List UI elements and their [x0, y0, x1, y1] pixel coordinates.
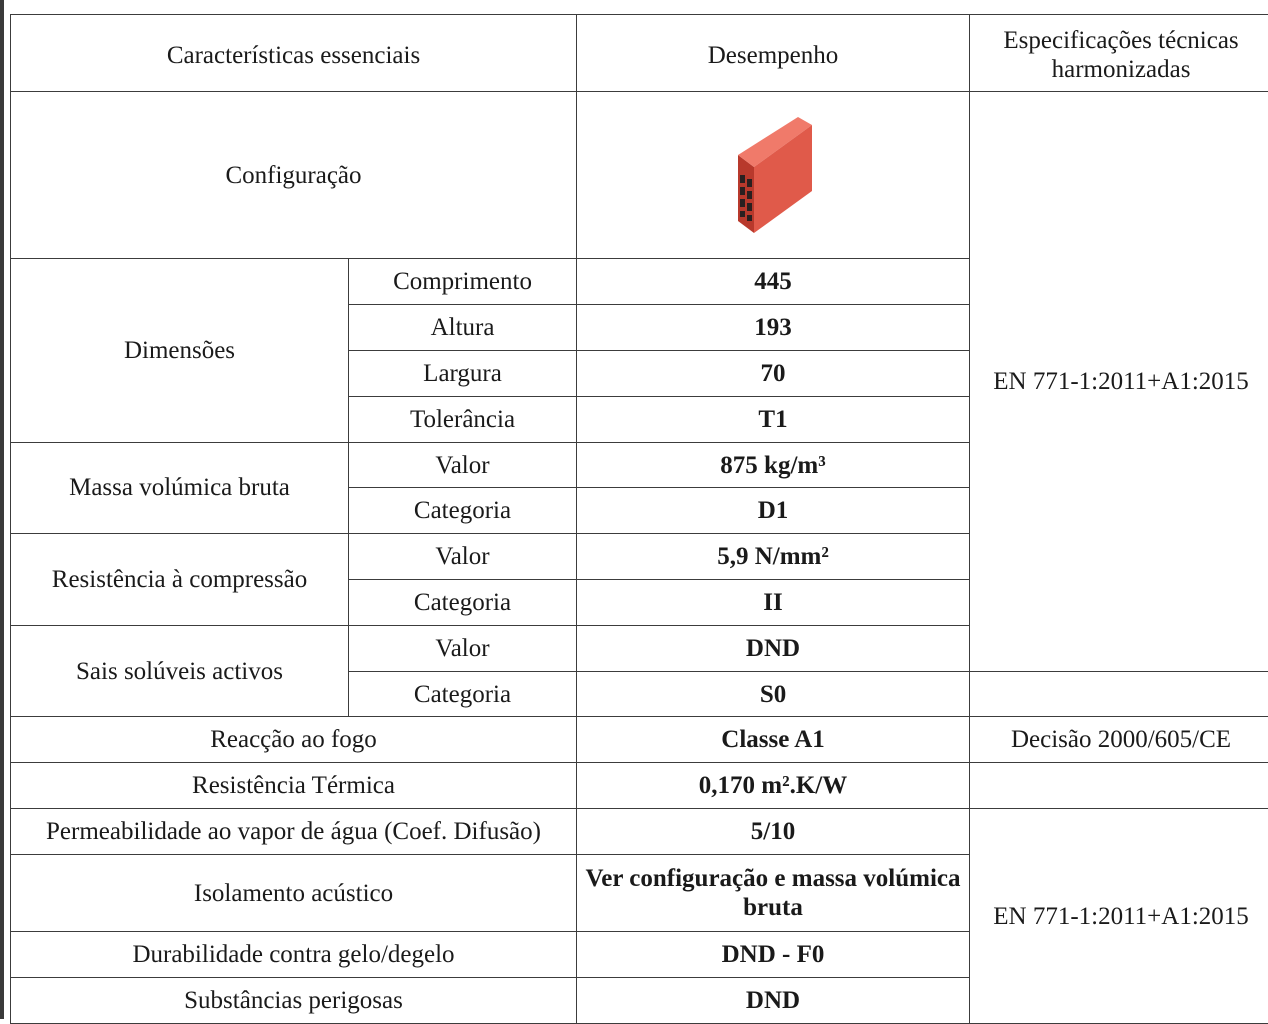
label-permeabilidade: Permeabilidade ao vapor de água (Coef. D… — [11, 809, 577, 855]
value-comprimento: 445 — [577, 259, 970, 305]
spec-decisao: Decisão 2000/605/CE — [970, 717, 1268, 763]
header-caracteristicas: Características essenciais — [11, 15, 577, 92]
row-configuracao: Configuração EN 771-1:2011+A1:2015 — [11, 92, 1268, 259]
label-configuracao: Configuração — [11, 92, 577, 259]
spec-empty — [970, 763, 1268, 809]
header-especificacoes: Especificações técnicas harmonizadas — [970, 15, 1268, 92]
row-reaccao-fogo: Reacção ao fogo Classe A1 Decisão 2000/6… — [11, 717, 1268, 763]
sub-sais-categoria: Categoria — [349, 671, 577, 717]
header-row: Características essenciais Desempenho Es… — [11, 15, 1268, 92]
sub-largura: Largura — [349, 350, 577, 396]
sub-tolerancia: Tolerância — [349, 396, 577, 442]
scan-edge — [0, 0, 4, 1019]
sub-altura: Altura — [349, 305, 577, 351]
value-sais-valor: DND — [577, 625, 970, 671]
value-resistencia-termica: 0,170 m².K/W — [577, 763, 970, 809]
label-massa: Massa volúmica bruta — [11, 442, 349, 534]
value-durabilidade: DND - F0 — [577, 932, 970, 978]
header-desempenho: Desempenho — [577, 15, 970, 92]
value-compressao-valor: 5,9 N/mm² — [577, 534, 970, 580]
value-permeabilidade: 5/10 — [577, 809, 970, 855]
value-sais-categoria: S0 — [577, 671, 970, 717]
value-massa-valor: 875 kg/m³ — [577, 442, 970, 488]
value-compressao-categoria: II — [577, 580, 970, 626]
label-compressao: Resistência à compressão — [11, 534, 349, 626]
label-dimensoes: Dimensões — [11, 259, 349, 442]
label-substancias: Substâncias perigosas — [11, 978, 577, 1024]
value-altura: 193 — [577, 305, 970, 351]
label-isolamento: Isolamento acústico — [11, 854, 577, 931]
sub-massa-categoria: Categoria — [349, 488, 577, 534]
sub-comprimento: Comprimento — [349, 259, 577, 305]
value-tolerancia: T1 — [577, 396, 970, 442]
label-sais: Sais solúveis activos — [11, 625, 349, 717]
row-resistencia-termica: Resistência Térmica 0,170 m².K/W — [11, 763, 1268, 809]
label-reaccao-fogo: Reacção ao fogo — [11, 717, 577, 763]
value-reaccao-fogo: Classe A1 — [577, 717, 970, 763]
sub-compressao-categoria: Categoria — [349, 580, 577, 626]
label-durabilidade: Durabilidade contra gelo/degelo — [11, 932, 577, 978]
row-permeabilidade: Permeabilidade ao vapor de água (Coef. D… — [11, 809, 1268, 855]
performance-table: Características essenciais Desempenho Es… — [10, 14, 1268, 1024]
value-massa-categoria: D1 — [577, 488, 970, 534]
value-largura: 70 — [577, 350, 970, 396]
value-isolamento: Ver configuração e massa volúmica bruta — [577, 854, 970, 931]
label-resistencia-termica: Resistência Térmica — [11, 763, 577, 809]
cell-configuracao-image — [577, 92, 970, 259]
sub-compressao-valor: Valor — [349, 534, 577, 580]
sub-massa-valor: Valor — [349, 442, 577, 488]
perforated-brick-icon — [728, 115, 818, 235]
value-substancias: DND — [577, 978, 970, 1024]
spec-en-upper: EN 771-1:2011+A1:2015 — [970, 92, 1268, 671]
spec-en-lower: EN 771-1:2011+A1:2015 — [970, 809, 1268, 1024]
sub-sais-valor: Valor — [349, 625, 577, 671]
